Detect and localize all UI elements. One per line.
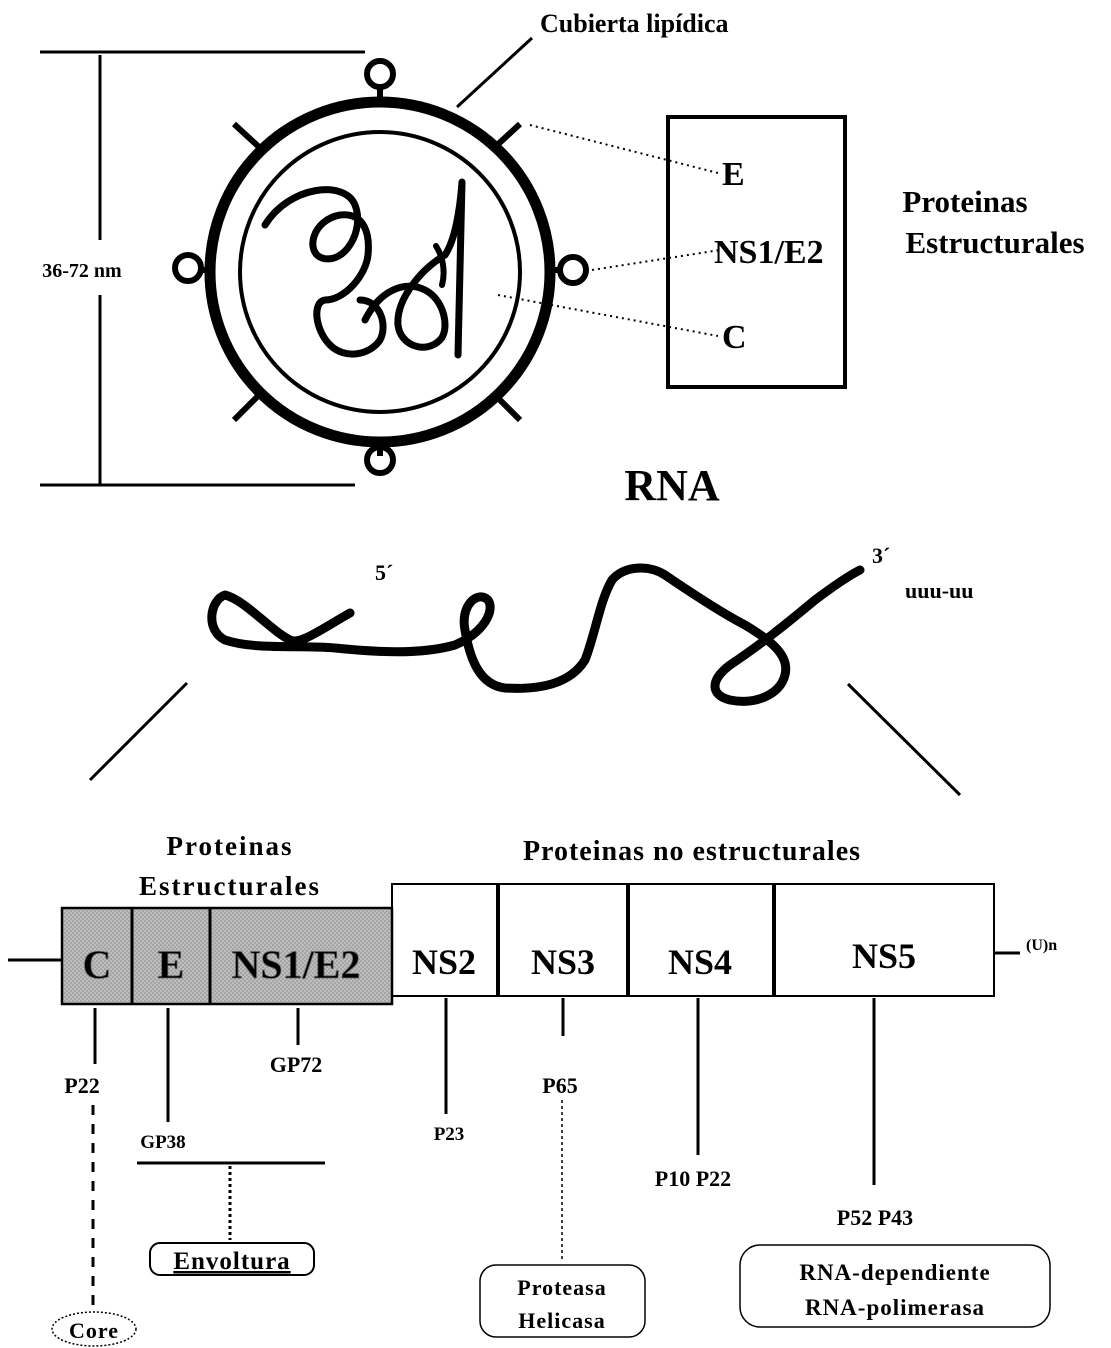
structural-header-1: Proteinas [167, 831, 294, 861]
lipid-envelope [210, 102, 550, 442]
virion-section: 36-72 nm Cubierta lipídica [40, 9, 1085, 485]
box-label-c: C [722, 319, 747, 356]
segment-ns1e2: NS1/E2 [232, 942, 361, 987]
protein-gp38: GP38 [140, 1132, 185, 1153]
envelope-label: Envoltura [173, 1248, 290, 1275]
box-label-e: E [722, 156, 745, 193]
genome-section: Proteinas Estructurales Proteinas no est… [8, 831, 1057, 1346]
five-prime-label: 5´ [375, 560, 393, 585]
segment-ns3: NS3 [531, 942, 595, 982]
protein-p22-c: P22 [64, 1073, 99, 1098]
structural-proteins-title-1: Proteinas [902, 184, 1027, 219]
inner-rna-tail [436, 246, 444, 285]
zoom-line-right [848, 684, 960, 795]
lipid-envelope-pointer [457, 38, 532, 107]
zoom-line-left [90, 683, 187, 780]
segment-c: C [83, 942, 112, 987]
polymerase-label-2: RNA-polimerasa [805, 1295, 985, 1320]
nonstructural-header: Proteinas no estructurales [523, 836, 861, 867]
protein-p52-p43: P52 P43 [837, 1205, 913, 1230]
capsid [240, 132, 520, 412]
protein-stems [95, 998, 874, 1185]
inner-rna-strand [265, 182, 462, 355]
poly-u-tail-label: (U)n [1026, 937, 1057, 954]
box-label-ns1e2: NS1/E2 [714, 234, 824, 271]
segment-e: E [158, 942, 185, 987]
segment-ns5: NS5 [852, 936, 916, 976]
protein-p23: P23 [434, 1124, 465, 1145]
protein-p10-p22: P10 P22 [655, 1166, 731, 1191]
rna-strand [212, 568, 860, 701]
rna-title: RNA [624, 461, 720, 510]
segment-ns2: NS2 [412, 942, 476, 982]
protein-gp72: GP72 [270, 1052, 323, 1077]
three-prime-label: 3´ [872, 543, 890, 568]
rna-section: RNA 5´ 3´ uuu-uu [90, 461, 974, 795]
protease-label-1: Proteasa [517, 1275, 606, 1300]
protein-leaders [498, 125, 720, 336]
polymerase-label-1: RNA-dependiente [799, 1260, 990, 1285]
segment-ns4: NS4 [668, 942, 732, 982]
core-label: Core [69, 1318, 119, 1343]
protease-label-2: Helicasa [518, 1308, 605, 1333]
lipid-envelope-label: Cubierta lipídica [540, 9, 729, 38]
structural-proteins-title-2: Estructurales [905, 225, 1084, 260]
structural-header-2: Estructurales [139, 871, 321, 901]
protein-p65: P65 [542, 1073, 577, 1098]
size-label: 36-72 nm [42, 260, 122, 282]
poly-u-label: uuu-uu [905, 578, 974, 603]
